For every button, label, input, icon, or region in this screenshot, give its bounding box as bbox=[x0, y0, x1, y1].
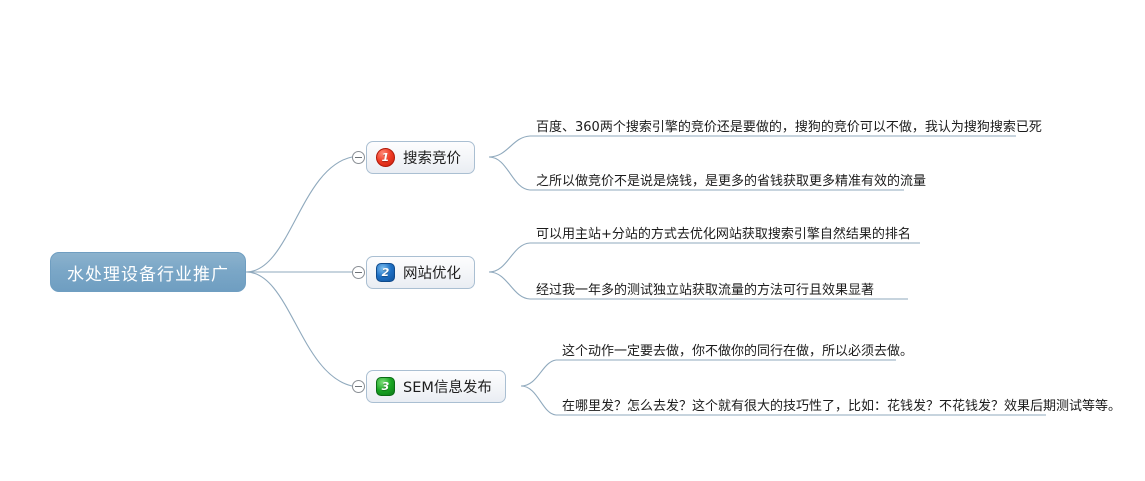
branch-node-3[interactable]: 3 SEM信息发布 bbox=[366, 370, 506, 403]
leaf-text-2-1[interactable]: 可以用主站+分站的方式去优化网站获取搜索引擎自然结果的排名 bbox=[536, 227, 911, 242]
leaf-text-2-2[interactable]: 经过我一年多的测试独立站获取流量的方法可行且效果显著 bbox=[536, 283, 875, 298]
root-node[interactable]: 水处理设备行业推广 bbox=[50, 252, 246, 292]
edge-root-to-branch-1 bbox=[245, 156, 353, 273]
branch-node-1-label: 搜索竞价 bbox=[403, 151, 461, 167]
leaf-text-3-2[interactable]: 在哪里发？怎么去发？这个就有很大的技巧性了，比如：花钱发？不花钱发？效果后期测试… bbox=[562, 399, 1122, 414]
branch-node-2-label: 网站优化 bbox=[403, 266, 461, 282]
edge-root-to-branch-3 bbox=[245, 271, 353, 387]
leaf-text-3-1[interactable]: 这个动作一定要去做，你不做你的同行在做，所以必须去做。 bbox=[562, 344, 914, 359]
branch-node-2[interactable]: 2 网站优化 bbox=[366, 256, 475, 289]
edge-branch-1-leaf-2 bbox=[488, 156, 531, 191]
edge-branch-2-leaf-2 bbox=[488, 271, 531, 300]
branch-node-1[interactable]: 1 搜索竞价 bbox=[366, 141, 475, 174]
collapse-toggle-branch-1[interactable] bbox=[352, 151, 365, 164]
edge-branch-3-leaf-2 bbox=[520, 385, 557, 416]
branch-node-3-label: SEM信息发布 bbox=[403, 380, 492, 396]
collapse-toggle-branch-2[interactable] bbox=[352, 266, 365, 279]
collapse-toggle-branch-3[interactable] bbox=[352, 380, 365, 393]
edge-branch-1-leaf-1 bbox=[488, 135, 531, 158]
root-node-label: 水处理设备行业推广 bbox=[67, 264, 229, 285]
badge-number-1-icon: 1 bbox=[376, 148, 395, 167]
leaf-text-1-2[interactable]: 之所以做竞价不是说是烧钱，是更多的省钱获取更多精准有效的流量 bbox=[536, 174, 927, 189]
edge-branch-2-leaf-1 bbox=[488, 242, 531, 273]
leaf-text-1-1[interactable]: 百度、360两个搜索引擎的竞价还是要做的，搜狗的竞价可以不做，我认为搜狗搜索已死 bbox=[536, 120, 1042, 135]
badge-number-2-icon: 2 bbox=[376, 263, 395, 282]
badge-number-3-icon: 3 bbox=[376, 377, 395, 396]
edge-branch-3-leaf-1 bbox=[520, 359, 557, 387]
